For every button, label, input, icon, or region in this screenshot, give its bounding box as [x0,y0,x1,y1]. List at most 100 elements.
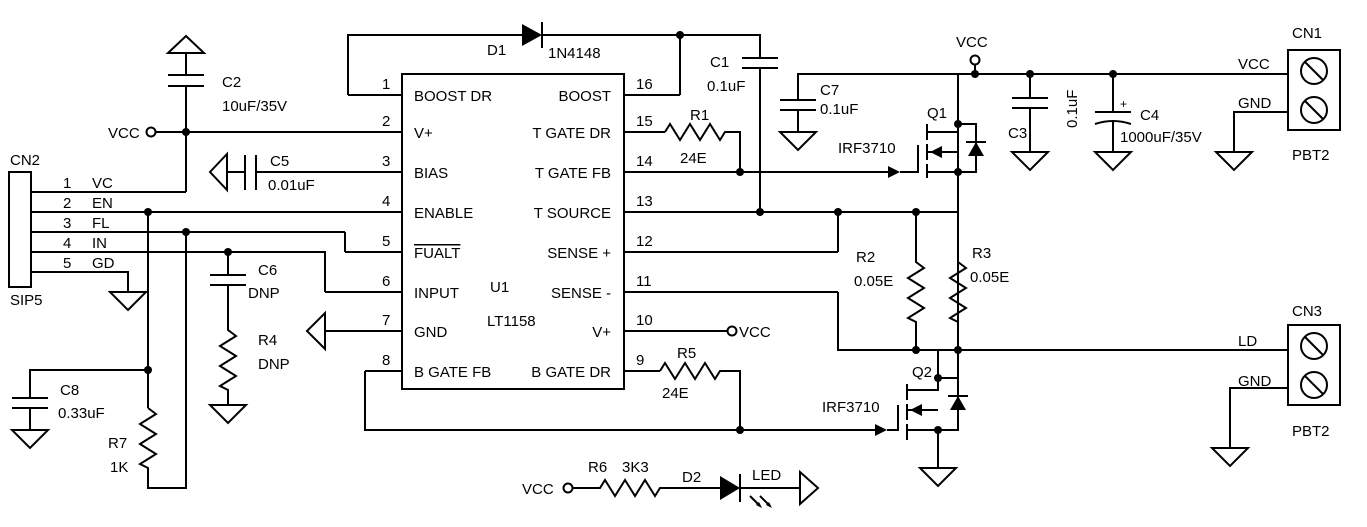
vcc-rail [797,70,1288,100]
vcc-label-top: VCC [956,34,988,51]
c2-value: 10uF/35V [222,98,287,115]
vcc-port-pin10: VCC [726,324,771,341]
u1-pin12-name: SENSE + [547,245,611,262]
c1-capacitor: C1 0.1uF [680,34,778,216]
cn1-connector: CN1 PBT2 VCC GND [1213,25,1341,172]
vcc-label-pin10: VCC [739,324,771,341]
u1-pin3-num: 3 [382,153,390,170]
cn2-ref: CN2 [10,152,40,169]
cn1-pin2-label: GND [1238,95,1272,112]
cn2-part: SIP5 [10,292,43,309]
d1-ref: D1 [487,42,506,59]
r2-resistor: R2 0.05E [854,212,926,350]
cn2-pin3-num: 3 [63,215,71,232]
q1-ref: Q1 [927,105,947,122]
c5-ref: C5 [270,153,289,170]
cn2-pin5-name: GD [92,255,115,272]
u1-pin14-name: T GATE FB [535,165,611,182]
r1-ref: R1 [690,107,709,124]
u1-ref: U1 [490,279,509,296]
u1-pin11-num: 11 [636,273,652,290]
r2-value: 0.05E [854,273,893,290]
u1-pin13-name: T SOURCE [534,205,611,222]
cn2-pin1-name: VC [92,175,113,192]
c7-ref: C7 [820,82,839,99]
r4-ref: R4 [258,332,277,349]
u1-pin10-name: V+ [592,324,611,341]
q2-mosfet: Q2 IRF3710 [822,350,968,488]
u1-pin8-num: 8 [382,352,390,369]
u1-part: LT1158 [487,313,536,330]
c7-value: 0.1uF [820,101,858,118]
cn3-ref: CN3 [1292,303,1322,320]
r1-resistor: R1 24E [664,107,744,176]
u1-pin16-num: 16 [636,76,653,93]
c8-ref: C8 [60,382,79,399]
r2-ref: R2 [856,249,875,266]
u1-lt1158: U1 LT1158 1 BOOST DR 2 V+ 3 BIAS 4 ENABL… [30,73,958,390]
u1-pin6-name: INPUT [414,285,459,302]
cn3-connector: CN3 PBT2 LD GND [1209,303,1341,468]
r7-ref: R7 [108,435,127,452]
r3-ref: R3 [972,245,991,262]
u1-pin13-num: 13 [636,193,653,210]
q2-value: IRF3710 [822,399,880,416]
cn3-part: PBT2 [1292,423,1330,440]
u1-pin2-num: 2 [382,113,390,130]
u1-pin15-name: T GATE DR [532,125,611,142]
c8-capacitor: C8 0.33uF [9,369,148,450]
c4-polarity: + [1120,97,1127,111]
r5-ref: R5 [677,345,696,362]
c3-capacitor: C3 0.1uF [1008,74,1081,172]
cn1-part: PBT2 [1292,147,1330,164]
u1-pin12-num: 12 [636,233,653,250]
r7-value: 1K [110,459,128,476]
u1-pin4-num: 4 [382,193,390,210]
u1-pin1-name: BOOST DR [414,88,492,105]
r3-value: 0.05E [970,269,1009,286]
u1-pin4-name: ENABLE [414,205,473,222]
r4-value: DNP [258,356,290,373]
cn3-pin2-label: GND [1238,373,1272,390]
cn2-pin2-num: 2 [63,195,71,212]
cn2-pin4-num: 4 [63,235,71,252]
cn2-pin5-num: 5 [63,255,71,272]
cn2-pin2-name: EN [92,195,113,212]
c6-value: DNP [248,285,280,302]
u1-pin3-name: BIAS [414,165,448,182]
u1-pin5-name: FUALT [414,245,460,262]
c2-capacitor: C2 10uF/35V [30,34,287,193]
gnd-symbol-pin7 [305,310,326,352]
r5-resistor: R5 24E [659,345,744,434]
r6-ref: R6 [588,459,607,476]
c6-ref: C6 [258,262,277,279]
gnd-symbol-cn2 [107,291,149,312]
cn2-connector: CN2 SIP5 1 VC 2 EN 3 FL 4 IN 5 GD [8,152,346,309]
q1-value: IRF3710 [838,140,896,157]
u1-pin7-num: 7 [382,312,390,329]
u1-pin2-name: V+ [414,125,433,142]
vcc-label-left: VCC [108,125,140,142]
c4-value: 1000uF/35V [1120,129,1202,146]
u1-pin1-num: 1 [382,76,390,93]
cn1-pin1-label: VCC [1238,56,1270,73]
r3-resistor: R3 0.05E [947,245,1009,323]
r1-value: 24E [680,150,707,167]
u1-pin8-name: B GATE FB [414,364,491,381]
d1-value: 1N4148 [548,45,601,62]
u1-pin9-num: 9 [636,352,644,369]
vcc-port-top: VCC [956,34,988,74]
d2-ref: D2 [682,469,701,486]
u1-pin5-num: 5 [382,233,390,250]
r7-resistor: R7 1K [108,208,190,489]
sense-net [834,208,1288,354]
u1-pin9-name: B GATE DR [531,364,611,381]
cn3-pin1-label: LD [1238,333,1257,350]
r5-value: 24E [662,385,689,402]
c4-capacitor: + C4 1000uF/35V [1092,74,1202,172]
vcc-label-led: VCC [522,481,554,498]
c5-capacitor: C5 0.01uF [208,151,315,194]
u1-pin14-num: 14 [636,153,653,170]
u1-pin7-name: GND [414,324,448,341]
